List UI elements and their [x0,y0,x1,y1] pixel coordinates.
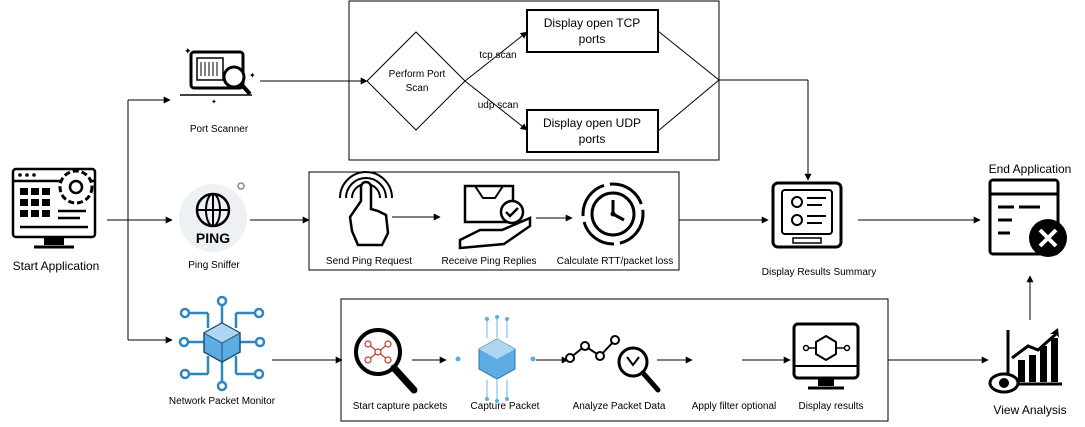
tcp-ports-box [526,9,659,53]
decision-line-2: Scan [406,83,429,94]
decision-line-1: Perform Port [389,69,446,80]
tcp-scan-edge-label: tcp scan [479,50,516,61]
udp-box-line-2: ports [579,132,606,146]
network-packet-monitor-icon [178,295,266,392]
udp-scan-edge-label: udp scan [478,100,519,111]
svg-text:✦: ✦ [184,46,192,56]
packet-monitor-label: Network Packet Monitor [169,396,276,407]
capture-packet-icon [455,315,536,403]
tcp-box-line-2: ports [579,32,606,46]
port-scanner-icon: ✦ ✦ ✦ [180,46,256,106]
packet-step-5: Display results [798,401,863,412]
start-capture-icon [354,328,418,394]
send-ping-icon [339,171,393,247]
end-application-label: End Application [989,162,1072,176]
ping-icon-text: PING [196,230,230,246]
packet-step-4: Apply filter optional [692,401,777,412]
packet-step-3: Analyze Packet Data [573,401,666,412]
ping-sniffer-icon [179,182,247,252]
tcp-box-line-1: Display open TCP [544,16,641,30]
packet-step-2: Capture Packet [471,401,540,412]
end-application-icon [988,178,1067,257]
analyze-packet-icon [565,335,661,393]
summary-label: Display Results Summary [762,267,876,278]
view-analysis-label: View Analysis [993,403,1066,417]
svg-text:✦: ✦ [249,71,256,80]
ping-step-3: Calculate RTT/packet loss [557,256,674,267]
rtt-clock-icon [581,182,645,246]
perform-port-scan-decision [366,31,466,131]
receive-ping-icon [458,184,532,250]
display-results-icon [792,322,860,390]
view-analysis-icon [988,328,1062,394]
udp-ports-box [526,109,659,153]
port-scanner-label: Port Scanner [190,124,249,135]
ping-sniffer-label: Ping Sniffer [188,260,240,271]
packet-step-1: Start capture packets [353,401,448,412]
ping-step-1: Send Ping Request [326,256,412,267]
udp-box-line-1: Display open UDP [543,116,641,130]
start-application-icon [11,167,97,249]
ping-step-2: Receive Ping Replies [441,256,536,267]
start-application-label: Start Application [13,259,100,273]
results-summary-icon [771,181,843,249]
svg-text:✦: ✦ [211,98,217,106]
